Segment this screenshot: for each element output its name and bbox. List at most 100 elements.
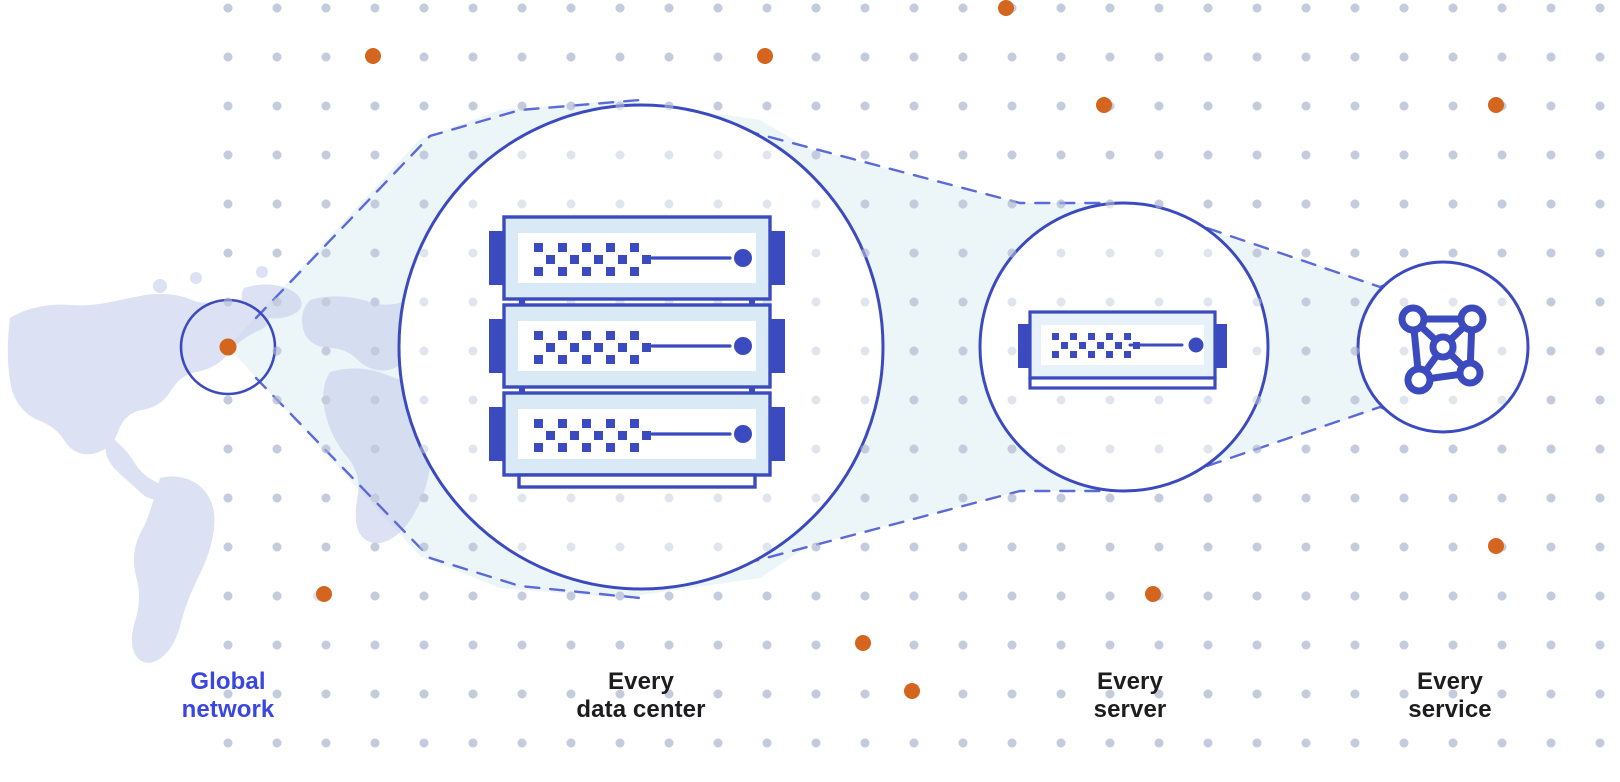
grid-dot [1350, 493, 1360, 503]
grid-dot [1399, 346, 1409, 356]
grid-dot [1301, 738, 1311, 748]
grid-dot [1007, 542, 1017, 552]
grid-dot [1301, 199, 1311, 209]
grid-dot [468, 3, 478, 13]
grid-dot [1203, 3, 1213, 13]
grid-dot [566, 640, 576, 650]
grid-dot [223, 640, 233, 650]
highlight-dot [998, 0, 1014, 16]
grid-dot [566, 738, 576, 748]
grid-dot [1154, 248, 1164, 258]
grid-dot [1301, 52, 1311, 62]
grid-dot [272, 444, 282, 454]
grid-dot [909, 297, 919, 307]
grid-dot [468, 542, 478, 552]
grid-dot [860, 297, 870, 307]
grid-dot [223, 52, 233, 62]
grid-dot [1595, 101, 1605, 111]
grid-dot [370, 248, 380, 258]
grid-dot [517, 591, 527, 601]
grid-dot [958, 346, 968, 356]
grid-dot [223, 248, 233, 258]
grid-dot [860, 493, 870, 503]
grid-dot [1546, 150, 1556, 160]
status-indicator-dot [734, 249, 752, 267]
grid-dot [1203, 591, 1213, 601]
grid-dot [1252, 346, 1262, 356]
grid-dot [321, 52, 331, 62]
grid-dot [664, 150, 674, 160]
grid-dot [958, 101, 968, 111]
grid-dot [1595, 738, 1605, 748]
grid-dot [1399, 248, 1409, 258]
node-bottom-left [1404, 365, 1434, 395]
grid-dot [321, 248, 331, 258]
grid-dot [223, 444, 233, 454]
grid-dot [1203, 52, 1213, 62]
grid-dot [713, 542, 723, 552]
grid-dot [909, 542, 919, 552]
grid-dot [1448, 493, 1458, 503]
grid-dot [419, 493, 429, 503]
grid-dot [419, 444, 429, 454]
grid-dot [664, 52, 674, 62]
grid-dot [860, 542, 870, 552]
grid-dot [419, 346, 429, 356]
grid-dot [566, 199, 576, 209]
grid-dot [811, 52, 821, 62]
grid-dot [615, 689, 625, 699]
grid-dot [1203, 395, 1213, 405]
grid-dot [909, 150, 919, 160]
grid-dot [1399, 689, 1409, 699]
grid-dot [370, 3, 380, 13]
grid-dot [517, 542, 527, 552]
grid-dot [1203, 493, 1213, 503]
grid-dot [1154, 395, 1164, 405]
grid-dot [272, 248, 282, 258]
grid-dot [909, 346, 919, 356]
grid-dot [1252, 493, 1262, 503]
grid-dot [272, 199, 282, 209]
grid-dot [1007, 493, 1017, 503]
grid-dot [1203, 199, 1213, 209]
grid-dot [1595, 346, 1605, 356]
grid-dot [1399, 297, 1409, 307]
grid-dot [1497, 346, 1507, 356]
grid-dot [370, 199, 380, 209]
grid-dot [419, 150, 429, 160]
grid-dot [811, 493, 821, 503]
grid-dot [1595, 542, 1605, 552]
grid-dot [1448, 52, 1458, 62]
grid-dot [909, 395, 919, 405]
grid-dot [1203, 640, 1213, 650]
grid-dot [909, 738, 919, 748]
grid-dot [811, 591, 821, 601]
grid-dot [958, 591, 968, 601]
status-indicator-dot [734, 425, 752, 443]
grid-dot [272, 542, 282, 552]
grid-dot [1595, 3, 1605, 13]
grid-dot [1350, 101, 1360, 111]
grid-dot [370, 640, 380, 650]
grid-dot [762, 150, 772, 160]
grid-dot [1350, 52, 1360, 62]
grid-dot [958, 689, 968, 699]
grid-dot [1546, 346, 1556, 356]
grid-dot [958, 248, 968, 258]
grid-dot [321, 297, 331, 307]
grid-dot [1595, 689, 1605, 699]
grid-dot [762, 640, 772, 650]
grid-dot [1252, 444, 1262, 454]
grid-dot [860, 199, 870, 209]
grid-dot [566, 52, 576, 62]
grid-dot [615, 493, 625, 503]
server-unit-3 [489, 391, 785, 477]
grid-dot [664, 199, 674, 209]
grid-dot [1546, 542, 1556, 552]
grid-dot [909, 101, 919, 111]
grid-dot [419, 101, 429, 111]
grid-dot [1007, 591, 1017, 601]
network-graph-icon [1398, 304, 1487, 395]
grid-dot [1056, 52, 1066, 62]
